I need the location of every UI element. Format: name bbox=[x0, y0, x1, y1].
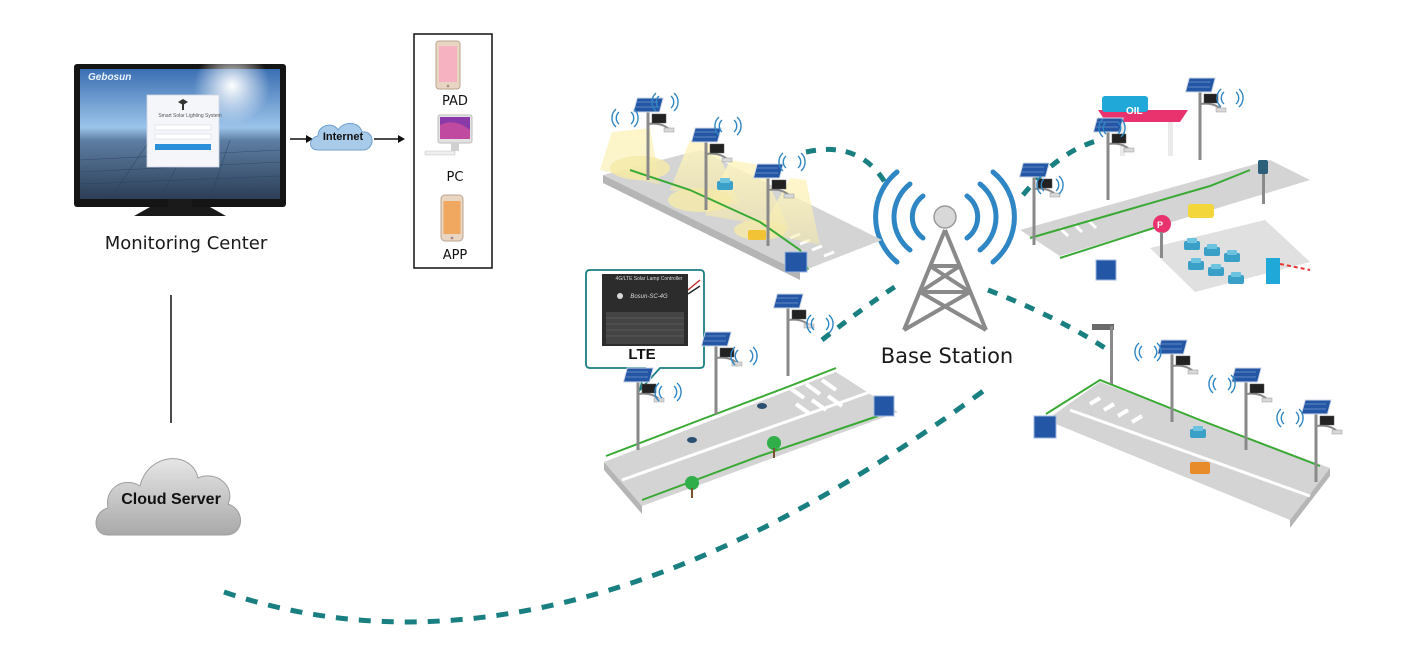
monitoring-center-label: Monitoring Center bbox=[104, 233, 268, 254]
connection-arrow-monitor-internet bbox=[290, 135, 313, 143]
controller-model: Bosun-SC-4G bbox=[630, 294, 668, 300]
cloud-server-label: Cloud Server bbox=[121, 491, 221, 508]
lte-callout-label: LTE bbox=[628, 346, 656, 363]
parking-sign: P bbox=[1157, 220, 1164, 230]
device-label-pc: PC bbox=[446, 170, 464, 185]
device-label-app: APP bbox=[442, 248, 468, 263]
tablet-icon bbox=[435, 40, 461, 90]
monitor-display bbox=[74, 48, 286, 216]
device-label-pad: PAD bbox=[442, 94, 468, 109]
signal-arc-cloud bbox=[223, 383, 992, 625]
street-scene-top-right bbox=[1018, 77, 1311, 292]
lte-controller-callout bbox=[585, 269, 705, 394]
connection-arrow-internet-devices bbox=[374, 135, 405, 143]
street-scene-bottom-right bbox=[1033, 324, 1343, 528]
controller-title: 4G/LTE Solar Lamp Controller bbox=[615, 276, 683, 282]
internet-label: Internet bbox=[322, 131, 364, 143]
signal-arcs-lamp-groups bbox=[805, 137, 1110, 353]
street-scene-top-left bbox=[600, 92, 882, 280]
desktop-computer-icon bbox=[424, 114, 473, 156]
base-station-label: Base Station bbox=[880, 344, 1014, 368]
street-scene-bottom-left bbox=[604, 293, 898, 514]
smartphone-icon bbox=[440, 194, 464, 242]
screen-brand-logo: Gebosun bbox=[88, 72, 132, 83]
base-station-tower-icon bbox=[873, 169, 1017, 332]
gas-station-sign: OIL bbox=[1126, 106, 1143, 117]
screen-login-title: Smart Solar Lighting System bbox=[158, 113, 222, 119]
cloud-server-icon bbox=[95, 458, 241, 536]
internet-cloud-icon bbox=[310, 123, 373, 151]
